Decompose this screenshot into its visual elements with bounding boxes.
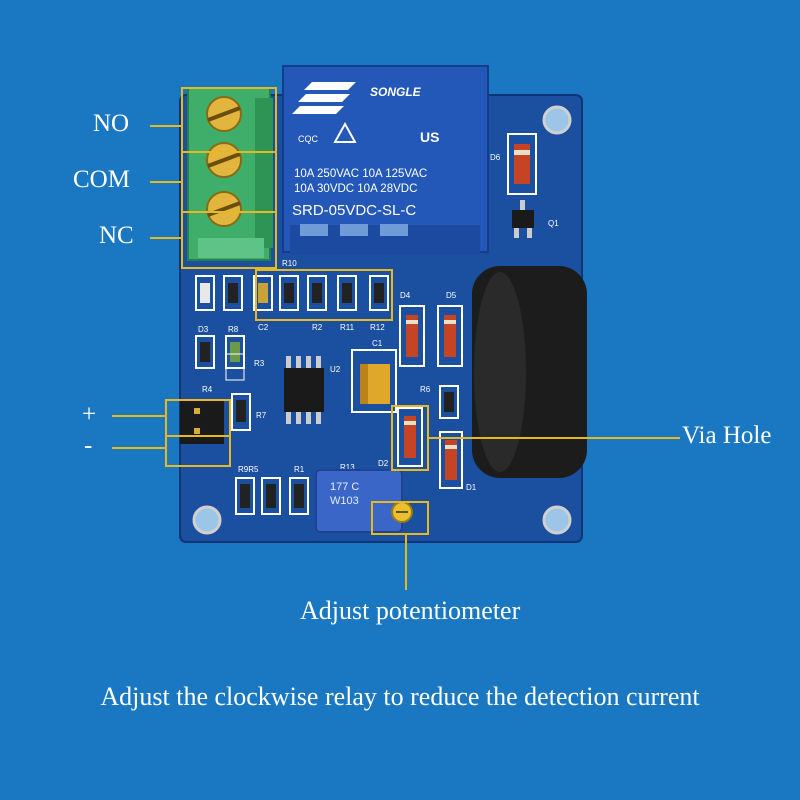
transistor-q1 (512, 200, 534, 238)
label-r9r5: R9R5 (238, 465, 259, 474)
label-minus: - (84, 432, 93, 459)
relay-rating-line-1: 10A 250VAC 10A 125VAC (294, 168, 427, 180)
label-d6: D6 (490, 153, 501, 162)
resistor-r7 (231, 393, 251, 431)
label-r4: R4 (202, 385, 213, 394)
relay-cert-cqc: CQC (298, 134, 319, 144)
resistor-row-bottom (235, 477, 309, 515)
mounting-hole-bottom-right (542, 505, 572, 535)
label-d4: D4 (400, 291, 411, 300)
mounting-hole-top-right (542, 105, 572, 135)
diode-d5 (437, 305, 463, 367)
label-r12: R12 (370, 323, 385, 332)
label-com: COM (73, 166, 130, 193)
relay-brand: SONGLE (370, 85, 422, 99)
warning-triangle-icon (333, 121, 357, 143)
label-r2: R2 (312, 323, 323, 332)
label-c2: C2 (258, 323, 269, 332)
label-via-hole: Via Hole (682, 422, 772, 449)
label-r7: R7 (256, 411, 267, 420)
label-adjust-potentiometer: Adjust potentiometer (300, 596, 521, 625)
relay-rating-line-2: 10A 30VDC 10A 28VDC (294, 183, 417, 195)
label-no: NO (93, 110, 130, 137)
pot-marking-line-1: 177 C (330, 481, 359, 493)
resistor-r6 (439, 385, 459, 419)
label-r10: R10 (282, 259, 297, 268)
left-components (195, 335, 245, 381)
relay: SONGLE CQC US 10A 250VAC 10A 125VAC 10A … (282, 65, 489, 255)
label-d2: D2 (378, 459, 389, 468)
label-r8: R8 (228, 325, 239, 334)
capacitor-c1 (351, 349, 397, 413)
label-r11: R11 (340, 323, 355, 332)
current-transformer (472, 266, 587, 478)
label-u2: U2 (330, 365, 341, 374)
mounting-hole-bottom-left (192, 505, 222, 535)
relay-cert-ul: US (420, 129, 439, 145)
diode-d2 (397, 407, 423, 467)
pot-marking-line-2: W103 (330, 495, 359, 507)
label-c1: C1 (372, 339, 383, 348)
songle-logo (292, 82, 356, 114)
label-r13: R13 (340, 463, 355, 472)
ic-u2 (284, 356, 324, 424)
label-plus: + (82, 401, 97, 428)
terminal-block (187, 87, 273, 261)
diode-d6 (507, 133, 537, 195)
label-nc: NC (99, 222, 134, 249)
label-d1: D1 (466, 483, 477, 492)
label-r1: R1 (294, 465, 305, 474)
label-q1: Q1 (548, 219, 559, 228)
pin-header (180, 400, 224, 444)
callout-lines (112, 87, 680, 590)
caption: Adjust the clockwise relay to reduce the… (100, 682, 700, 711)
label-r3: R3 (254, 359, 265, 368)
label-d3: D3 (198, 325, 209, 334)
label-r6: R6 (420, 385, 431, 394)
label-d5: D5 (446, 291, 457, 300)
resistor-row-top (195, 275, 389, 311)
relay-model: SRD-05VDC-SL-C (292, 202, 416, 219)
diode-d1 (439, 431, 463, 489)
diode-d4 (399, 305, 425, 367)
